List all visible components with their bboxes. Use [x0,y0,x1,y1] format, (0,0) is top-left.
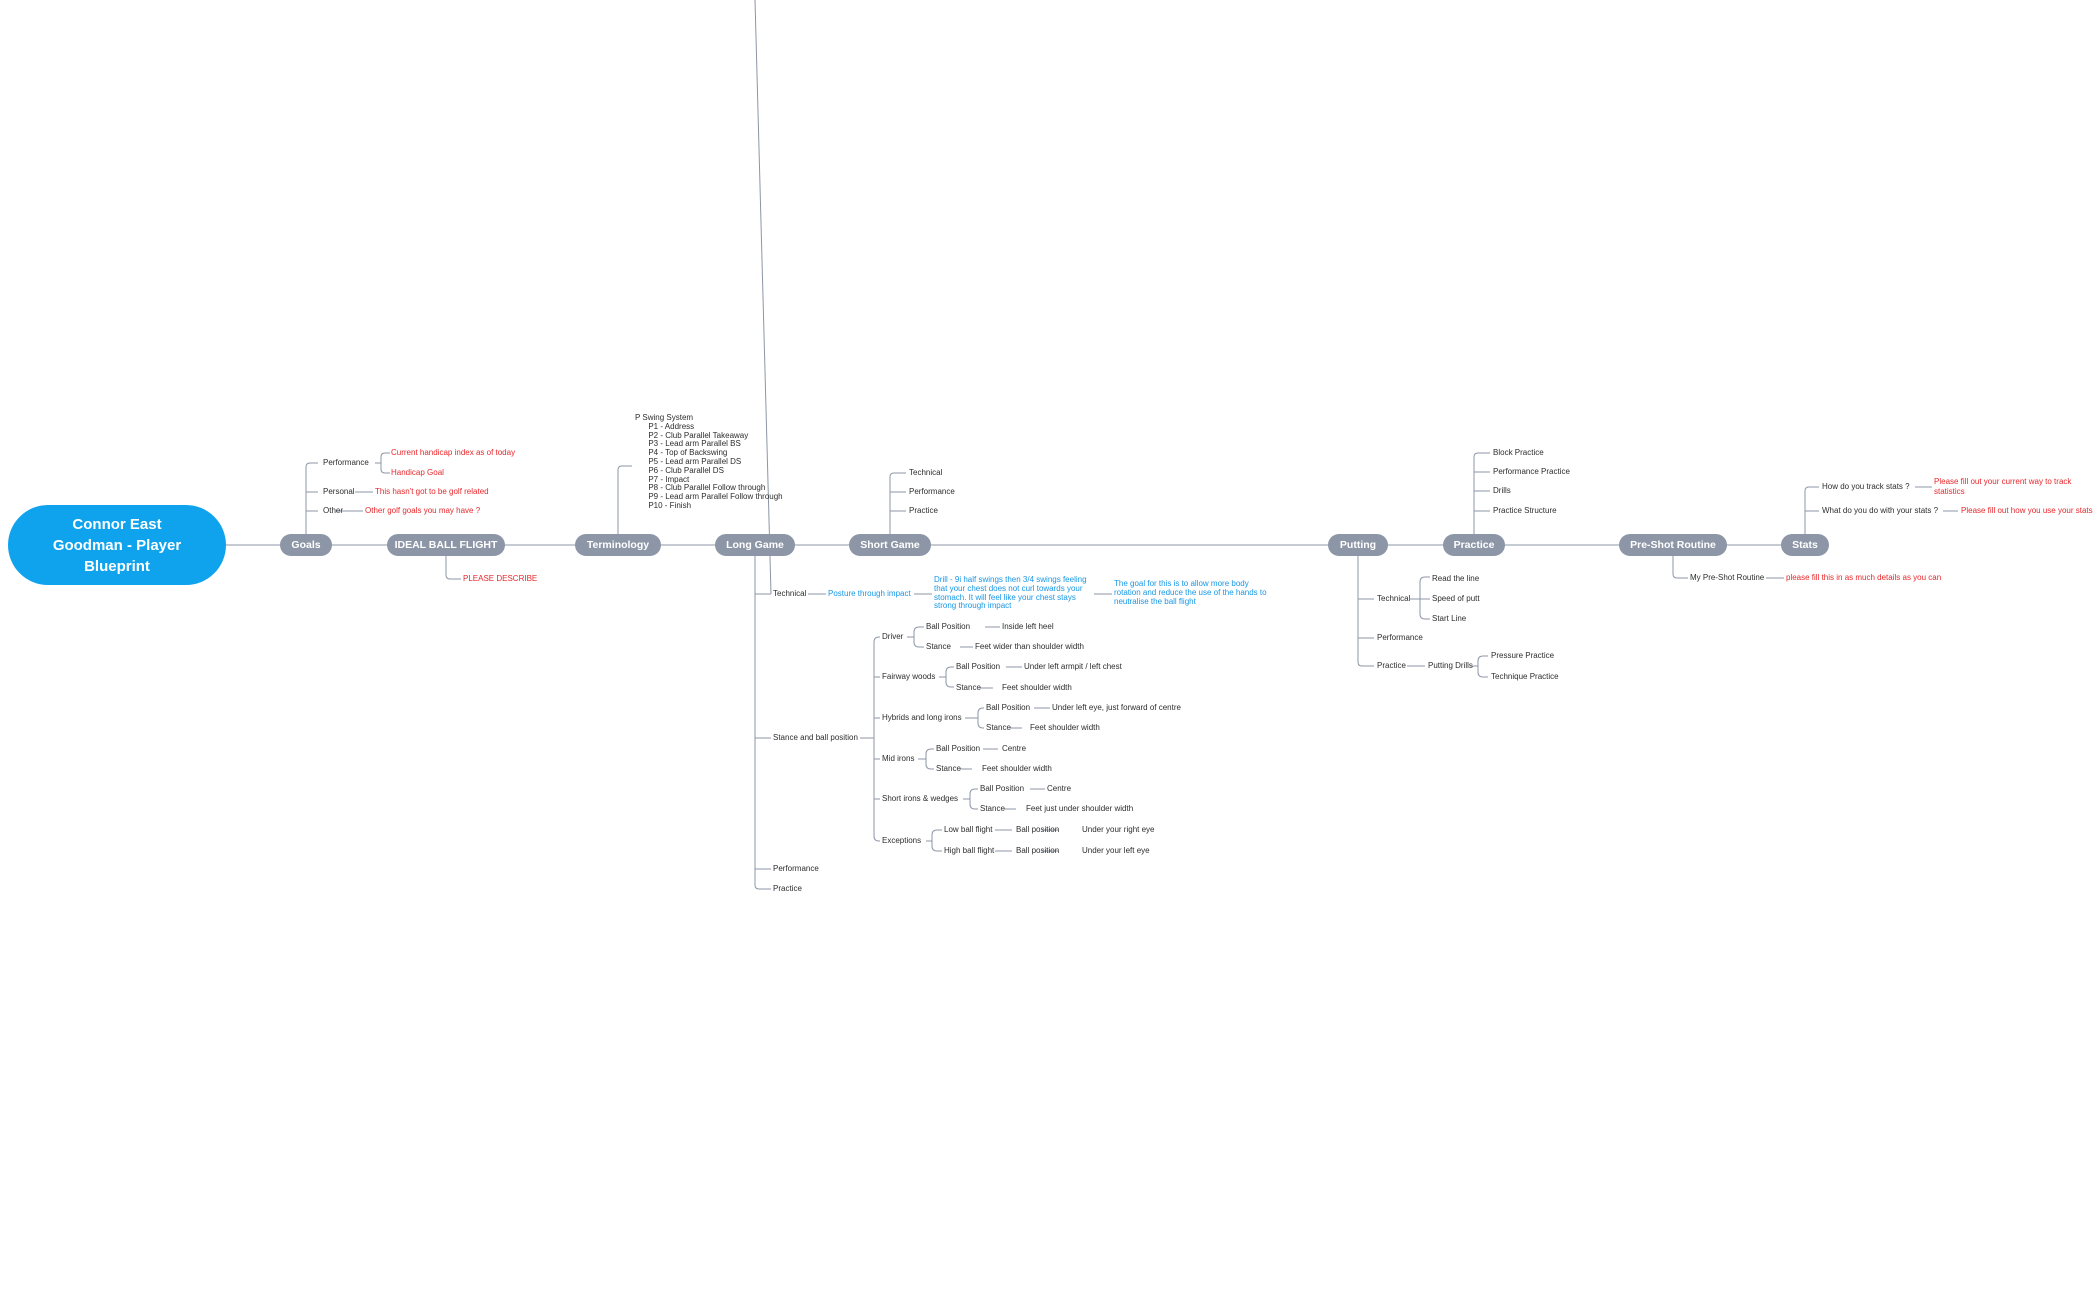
stats-track-note[interactable]: Please fill out your current way to trac… [1934,477,2072,496]
club-fairway-woods[interactable]: Fairway woods [882,672,936,681]
fairway-stance[interactable]: Stance [956,683,981,692]
fairway-ball-position[interactable]: Ball Position [956,662,1001,671]
short-ball-position[interactable]: Ball Position [980,784,1025,793]
low-ball-position-value[interactable]: Under your right eye [1082,825,1155,834]
posture-through-impact[interactable]: Posture through impact [828,589,911,598]
mid-stance-value[interactable]: Feet shoulder width [982,764,1052,773]
pre-shot-routine-note[interactable]: please fill this in as much details as y… [1786,573,1942,582]
club-hybrids[interactable]: Hybrids and long irons [882,713,962,722]
low-ball-position[interactable]: Ball position [1016,825,1060,834]
fairway-stance-value[interactable]: Feet shoulder width [1002,683,1072,692]
stats-track[interactable]: How do you track stats ? [1822,482,1910,491]
goals-personal[interactable]: Personal [323,487,355,496]
practice-drills[interactable]: Drills [1493,486,1511,495]
club-exceptions[interactable]: Exceptions [882,836,922,845]
high-ball-position-value[interactable]: Under your left eye [1082,846,1150,855]
goals-performance[interactable]: Performance [323,458,369,467]
topic-short-game[interactable]: Short Game [849,534,931,556]
short-stance-value[interactable]: Feet just under shoulder width [1026,804,1134,813]
short-game-technical[interactable]: Technical [909,468,943,477]
putting-practice[interactable]: Practice [1377,661,1406,670]
goals-personal-note[interactable]: This hasn't got to be golf related [375,487,489,496]
hybrids-ball-position-value[interactable]: Under left eye, just forward of centre [1052,703,1181,712]
practice-structure[interactable]: Practice Structure [1493,506,1557,515]
ideal-ball-flight-note[interactable]: PLEASE DESCRIBE [463,574,538,583]
goals-other-note[interactable]: Other golf goals you may have ? [365,506,481,515]
driver-stance[interactable]: Stance [926,642,951,651]
topic-practice[interactable]: Practice [1443,534,1505,556]
practice-performance[interactable]: Performance Practice [1493,467,1570,476]
pre-shot-routine-item[interactable]: My Pre-Shot Routine [1690,573,1765,582]
putting-pressure-practice[interactable]: Pressure Practice [1491,651,1555,660]
driver-ball-position[interactable]: Ball Position [926,622,971,631]
putting-speed[interactable]: Speed of putt [1432,594,1480,603]
topic-stats[interactable]: Stats [1781,534,1829,556]
hybrids-stance[interactable]: Stance [986,723,1011,732]
posture-goal-note[interactable]: The goal for this is to allow more body … [1114,579,1267,606]
long-game-practice[interactable]: Practice [773,884,802,893]
club-mid-irons[interactable]: Mid irons [882,754,915,763]
topic-long-game[interactable]: Long Game [715,534,795,556]
short-stance[interactable]: Stance [980,804,1005,813]
hybrids-ball-position[interactable]: Ball Position [986,703,1031,712]
central-topic-label: Connor East Goodman - Player Blueprint [52,515,182,575]
central-topic[interactable]: Connor East Goodman - Player Blueprint [8,505,226,585]
stance-and-ball-position[interactable]: Stance and ball position [773,733,858,742]
posture-drill-note[interactable]: Drill - 9i half swings then 3/4 swings f… [934,575,1087,611]
mid-ball-position[interactable]: Ball Position [936,744,981,753]
topic-pre-shot-routine[interactable]: Pre-Shot Routine [1619,534,1727,556]
long-game-performance[interactable]: Performance [773,864,819,873]
goals-other[interactable]: Other [323,506,344,515]
stats-use[interactable]: What do you do with your stats ? [1822,506,1939,515]
hybrids-stance-value[interactable]: Feet shoulder width [1030,723,1100,732]
topic-putting[interactable]: Putting [1328,534,1388,556]
low-ball-flight[interactable]: Low ball flight [944,825,993,834]
putting-technique-practice[interactable]: Technique Practice [1491,672,1559,681]
club-driver[interactable]: Driver [882,632,904,641]
goals-handicap-goal[interactable]: Handicap Goal [391,468,444,477]
stats-use-note[interactable]: Please fill out how you use your stats [1961,506,2093,515]
long-game-technical[interactable]: Technical [773,589,807,598]
putting-technical[interactable]: Technical [1377,594,1411,603]
topic-terminology[interactable]: Terminology [575,534,661,556]
topic-ideal-ball-flight[interactable]: IDEAL BALL FLIGHT [387,534,505,556]
short-game-performance[interactable]: Performance [909,487,955,496]
high-ball-position[interactable]: Ball position [1016,846,1060,855]
mid-stance[interactable]: Stance [936,764,961,773]
driver-ball-position-value[interactable]: Inside left heel [1002,622,1054,631]
practice-block[interactable]: Block Practice [1493,448,1544,457]
short-ball-position-value[interactable]: Centre [1047,784,1072,793]
p-swing-system-list[interactable]: P Swing System P1 - Address P2 - Club Pa… [635,413,783,510]
driver-stance-value[interactable]: Feet wider than shoulder width [975,642,1084,651]
putting-performance[interactable]: Performance [1377,633,1423,642]
fairway-ball-position-value[interactable]: Under left armpit / left chest [1024,662,1122,671]
mid-ball-position-value[interactable]: Centre [1002,744,1027,753]
putting-read-line[interactable]: Read the line [1432,574,1480,583]
topic-goals[interactable]: Goals [280,534,332,556]
goals-current-handicap[interactable]: Current handicap index as of today [391,448,516,457]
club-short-irons[interactable]: Short irons & wedges [882,794,959,803]
short-game-practice[interactable]: Practice [909,506,938,515]
high-ball-flight[interactable]: High ball flight [944,846,995,855]
putting-start-line[interactable]: Start Line [1432,614,1467,623]
putting-drills[interactable]: Putting Drills [1428,661,1473,670]
